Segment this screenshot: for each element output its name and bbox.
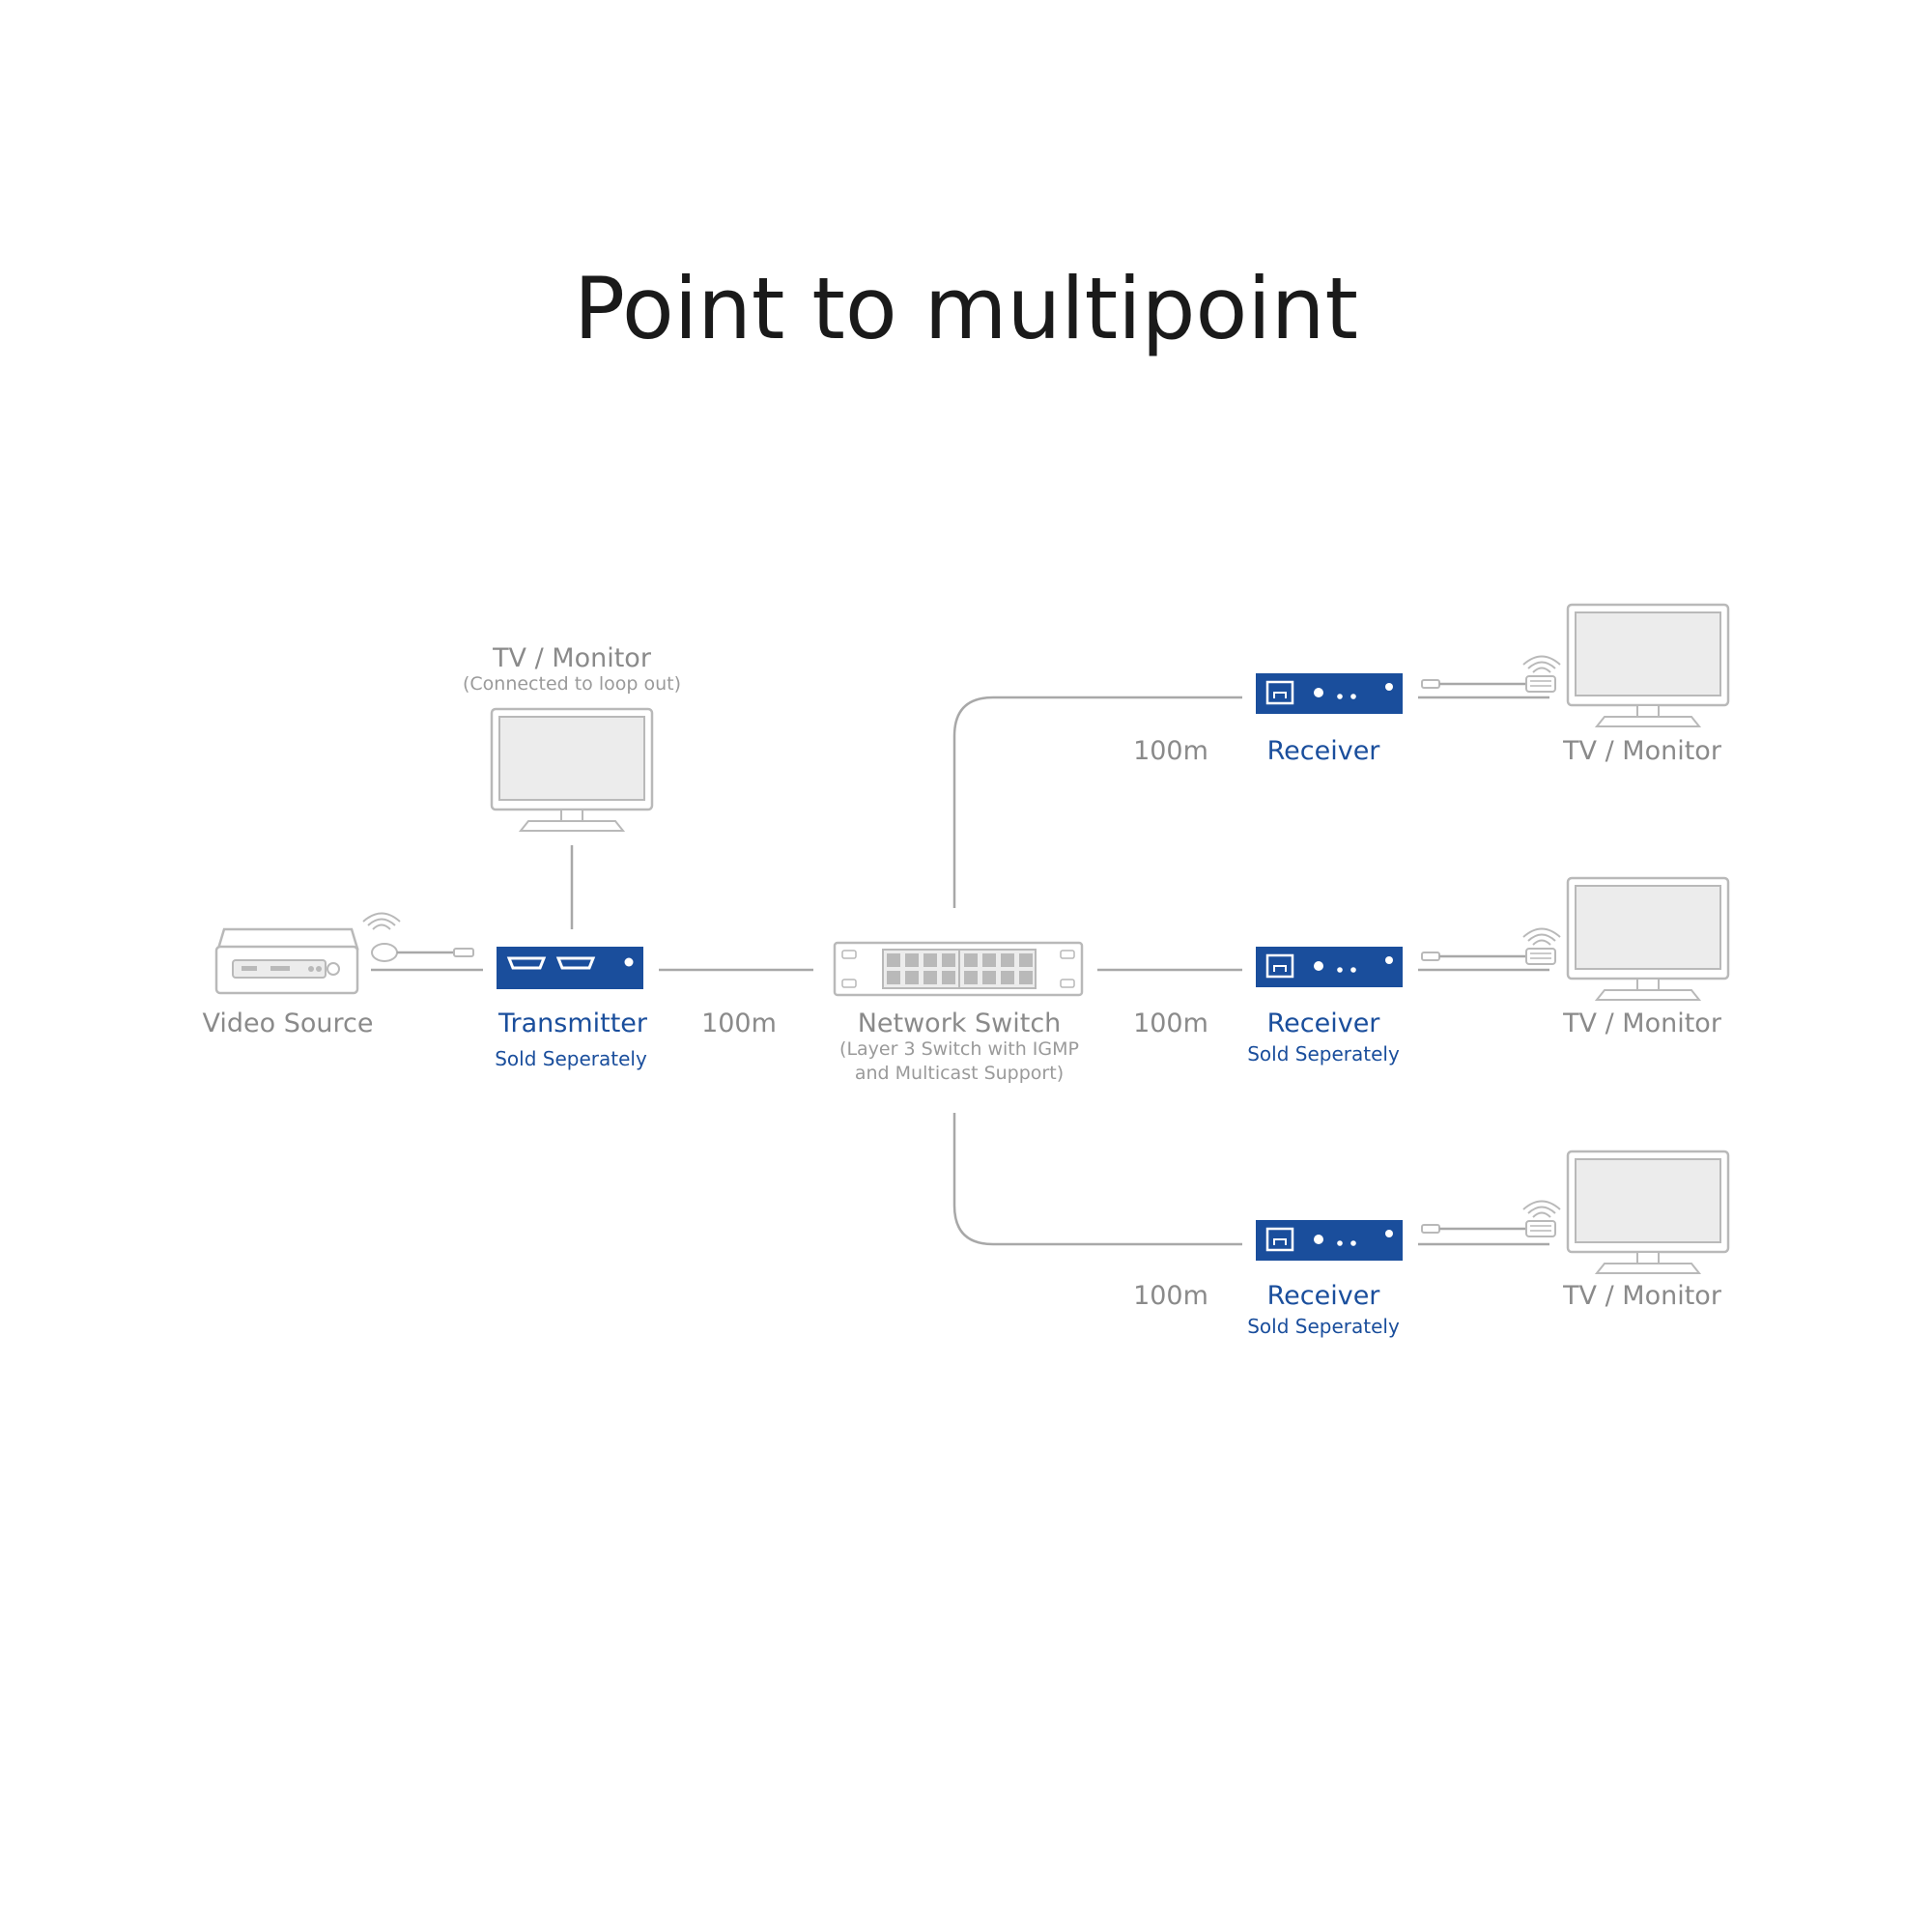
- transmitter-icon: [497, 947, 643, 989]
- receiver-icon: [1254, 671, 1405, 716]
- transmitter-sublabel: Sold Seperately: [495, 1047, 647, 1070]
- loop-monitor-sublabel: (Connected to loop out): [463, 673, 681, 695]
- receiver-1-label: Receiver: [1267, 736, 1381, 766]
- transmitter: Transmitter Sold Seperately: [495, 947, 648, 1070]
- loop-monitor-label: TV / Monitor: [492, 643, 652, 673]
- receiver-1-distance: 100m: [1133, 736, 1208, 766]
- tx-distance-label: 100m: [701, 1009, 777, 1038]
- monitor-icon: [490, 707, 654, 833]
- network-switch-sublabel-1: (Layer 3 Switch with IGMP: [839, 1038, 1079, 1060]
- receiver-branch-2: 100m Receiver Sold Seperately TV / Monit…: [1133, 876, 1730, 1065]
- receiver-3-distance: 100m: [1133, 1281, 1208, 1311]
- receiver-icon: [1254, 945, 1405, 989]
- receiver-3-monitor-label: TV / Monitor: [1562, 1281, 1722, 1311]
- receiver-branch-1: 100m Receiver TV / Monitor: [1133, 603, 1730, 766]
- receiver-3-label: Receiver: [1267, 1281, 1381, 1311]
- loop-out-monitor: TV / Monitor (Connected to loop out): [463, 643, 681, 833]
- monitor-icon: [1566, 876, 1730, 1002]
- video-source: Video Source: [203, 912, 483, 1038]
- switch-to-receiver-3-cable: [952, 1113, 1242, 1246]
- video-source-label: Video Source: [203, 1009, 374, 1038]
- receiver-3-sublabel: Sold Seperately: [1247, 1315, 1400, 1338]
- hdmi-cable-icon: [362, 912, 474, 962]
- network-switch-sublabel-2: and Multicast Support): [855, 1063, 1064, 1084]
- receiver-1-monitor-label: TV / Monitor: [1562, 736, 1722, 766]
- page-title: Point to multipoint: [574, 259, 1358, 358]
- receiver-2-sublabel: Sold Seperately: [1247, 1042, 1400, 1065]
- receiver-2-monitor-label: TV / Monitor: [1562, 1009, 1722, 1038]
- receiver-branch-3: 100m Receiver Sold Seperately TV / Monit…: [1133, 1150, 1730, 1338]
- hdmi-cable-icon: [1421, 655, 1561, 694]
- network-switch-icon: [833, 941, 1084, 997]
- transmitter-label: Transmitter: [497, 1009, 648, 1038]
- monitor-icon: [1566, 1150, 1730, 1275]
- switch-to-receiver-1-cable: [952, 696, 1242, 908]
- hdmi-cable-icon: [1421, 1200, 1561, 1238]
- network-switch: Network Switch (Layer 3 Switch with IGMP…: [833, 941, 1084, 1084]
- video-source-icon: [214, 927, 359, 995]
- receiver-2-label: Receiver: [1267, 1009, 1381, 1038]
- monitor-icon: [1566, 603, 1730, 728]
- network-switch-label: Network Switch: [858, 1009, 1062, 1038]
- receiver-2-distance: 100m: [1133, 1009, 1208, 1038]
- receiver-icon: [1254, 1218, 1405, 1263]
- hdmi-cable-icon: [1421, 927, 1561, 966]
